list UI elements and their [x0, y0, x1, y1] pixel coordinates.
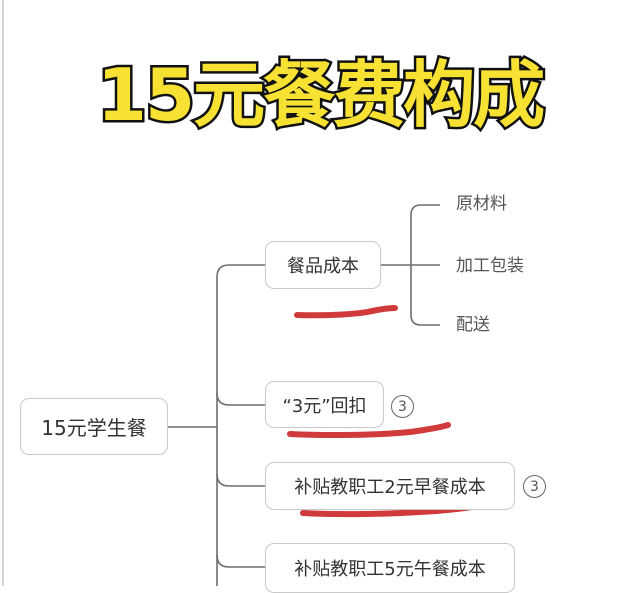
branch-connector-2 [216, 392, 265, 406]
branch-connector-1 [216, 264, 265, 586]
root-node[interactable]: 15元学生餐 [20, 398, 168, 455]
sub-connector-bracket [410, 204, 440, 326]
branch-connector-4 [216, 554, 265, 568]
leaf-processing-packaging[interactable]: 加工包装 [456, 256, 524, 276]
branch-node-meal-cost[interactable]: 餐品成本 [265, 241, 381, 289]
highlight-underline-1 [294, 305, 398, 319]
count-badge[interactable]: 3 [391, 395, 414, 418]
left-border [2, 0, 4, 586]
page-title: 15元餐费构成 [94, 51, 547, 140]
branch-node-staff-breakfast[interactable]: 补贴教职工2元早餐成本 [265, 462, 515, 510]
branch-connector-3 [216, 473, 265, 487]
branch-node-staff-lunch[interactable]: 补贴教职工5元午餐成本 [265, 543, 515, 593]
leaf-delivery[interactable]: 配送 [456, 315, 490, 335]
leaf-raw-materials[interactable]: 原材料 [456, 194, 507, 214]
branch-node-kickback[interactable]: “3元”回扣 [265, 381, 384, 428]
count-badge[interactable]: 3 [523, 475, 546, 498]
highlight-underline-2 [287, 422, 451, 439]
